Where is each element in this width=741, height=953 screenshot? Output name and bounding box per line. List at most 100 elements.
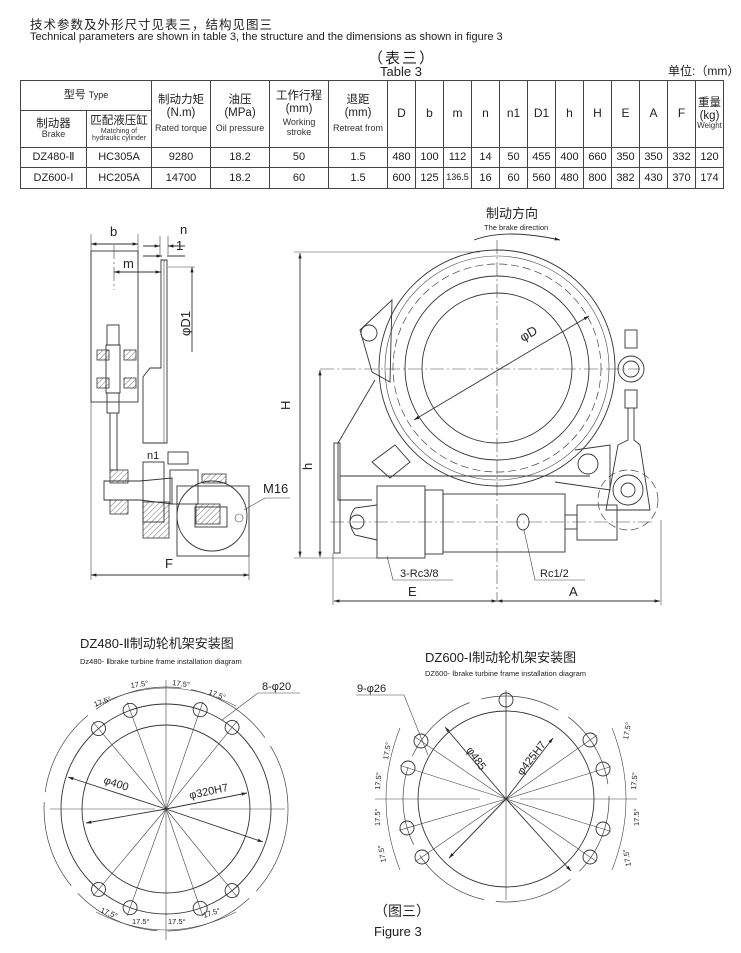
table-cell: 9280 (151, 147, 211, 168)
label-phi485: φ485 (464, 745, 488, 773)
cell-brake-model: DZ600-Ⅰ (20, 167, 87, 189)
label-h-upper: H (278, 401, 293, 410)
angle-label: 17.5° (132, 917, 150, 926)
table-unit: 单位:（mm） (668, 64, 740, 78)
table-cell: 174 (695, 167, 724, 189)
table-cell: 136.5 (443, 167, 472, 189)
angle-label: 17.5° (373, 772, 384, 790)
angle-label: 17.5° (202, 906, 222, 920)
figure-caption-cn: （图三） (374, 903, 430, 919)
bolt-hole (224, 883, 240, 899)
table-cell: 60 (269, 167, 329, 189)
bolt-hole (399, 820, 415, 836)
table-cell: 480 (387, 147, 416, 168)
header-weight: 重量(kg)Weight (695, 80, 724, 148)
intro-chinese: 技术参数及外形尺寸见表三，结构见图三 (30, 18, 274, 32)
bolt-hole (582, 849, 598, 865)
table-cell: 560 (527, 167, 556, 189)
brake-cn: 制动器 (36, 117, 71, 130)
bolt-hole (413, 733, 429, 749)
label-8-phi20: 8-φ20 (262, 681, 291, 693)
angle-label: 17.5° (621, 848, 633, 867)
label-rc12: Rc1/2 (540, 568, 569, 580)
stroke-en: Working stroke (282, 117, 316, 138)
cyl-cn: 匹配液压缸 (90, 114, 148, 127)
header-oil: 油压(MPa)Oil pressure (210, 80, 270, 148)
label-3-rc38: 3-Rc3/8 (400, 568, 439, 580)
bolt-hole (595, 821, 611, 837)
stroke-cn: 工作行程 (276, 89, 322, 102)
radial-line (414, 736, 507, 800)
retreat-cn: 退距 (346, 93, 370, 106)
bolt-hole (400, 760, 416, 776)
table-title-chinese: （表三） (368, 50, 437, 67)
radial-line (165, 808, 204, 917)
radial-line (415, 798, 507, 862)
cell-cylinder-model: HC305A (86, 147, 152, 168)
torque-cn: 制动力矩 (158, 93, 204, 106)
label-h-lower: h (300, 463, 315, 470)
brake-direction-arrow-icon (473, 233, 561, 241)
dz480-title-cn: DZ480-Ⅱ制动轮机架安装图 (80, 636, 234, 651)
brake-direction-cn: 制动方向 (486, 206, 538, 221)
dz480-diagram: DZ480-Ⅱ制动轮机架安装图 Dz480- Ⅱbrake turbine fr… (43, 636, 300, 940)
torque-en: Rated torque (154, 123, 208, 134)
label-n1: n1 (147, 450, 159, 462)
angle-label: 17.5° (93, 694, 113, 708)
dz600-diagram: DZ600-Ⅰ制动轮机架安装图 DZ600- Ⅰbrake turbine fr… (356, 650, 641, 939)
table-cell: 16 (471, 167, 500, 189)
table-cell: 800 (583, 167, 612, 189)
radial-line (92, 721, 167, 810)
dz480-title-en: Dz480- Ⅱbrake turbine frame installation… (80, 657, 242, 666)
radial-line (165, 720, 238, 810)
angle-label: 17.5° (632, 808, 641, 826)
header-dim: n (471, 80, 500, 148)
table-title-english: Table 3 (380, 64, 422, 79)
weight-en: Weight (697, 121, 722, 131)
label-n: n (180, 222, 187, 237)
radial-line (505, 766, 611, 800)
torque-unit: (N.m) (166, 106, 196, 119)
table-cell: 120 (695, 147, 724, 168)
label-phi320h7: φ320H7 (188, 782, 229, 802)
radial-line (126, 808, 167, 916)
radial-line (126, 702, 167, 810)
angle-label: 17.5° (629, 772, 640, 790)
header-dim: m (443, 80, 472, 148)
bolt-hole (192, 900, 208, 916)
label-e: E (408, 584, 417, 599)
label-9-phi26: 9-φ26 (357, 683, 386, 695)
label-a: A (569, 584, 578, 599)
angle-label: 17.5° (373, 808, 382, 826)
bolt-hole (91, 881, 106, 897)
bolt-hole (91, 721, 106, 737)
bolt-hole (224, 719, 240, 735)
oil-cn: 油压 (228, 93, 252, 106)
label-phi400: φ400 (102, 774, 130, 793)
label-phi425h7: φ425H7 (515, 739, 549, 778)
brake-en: Brake (41, 129, 66, 140)
table-cell: 100 (415, 147, 444, 168)
bolt-hole (122, 900, 138, 916)
brake-direction-en: The brake direction (484, 223, 548, 232)
type-en: Type (88, 90, 109, 101)
radial-line (165, 808, 238, 898)
retreat-unit: (mm) (344, 106, 372, 119)
radial-line (92, 808, 167, 897)
radial-line (165, 701, 204, 810)
label-phi-d: φD (517, 323, 540, 345)
header-dim: h (555, 80, 584, 148)
weight-cn: 重量 (698, 96, 721, 109)
angle-label: 17.5° (621, 721, 633, 740)
dz600-title-cn: DZ600-Ⅰ制动轮机架安装图 (425, 650, 576, 665)
header-row-1: 型号 Type 制动力矩(N.m) Rated torque 油压(MPa)Oil… (20, 80, 724, 148)
label-m: m (123, 256, 134, 271)
type-cn: 型号 (63, 89, 86, 102)
table-cell: 14700 (151, 167, 211, 189)
angle-label: 17.5° (207, 687, 227, 701)
radial-line (400, 765, 507, 800)
